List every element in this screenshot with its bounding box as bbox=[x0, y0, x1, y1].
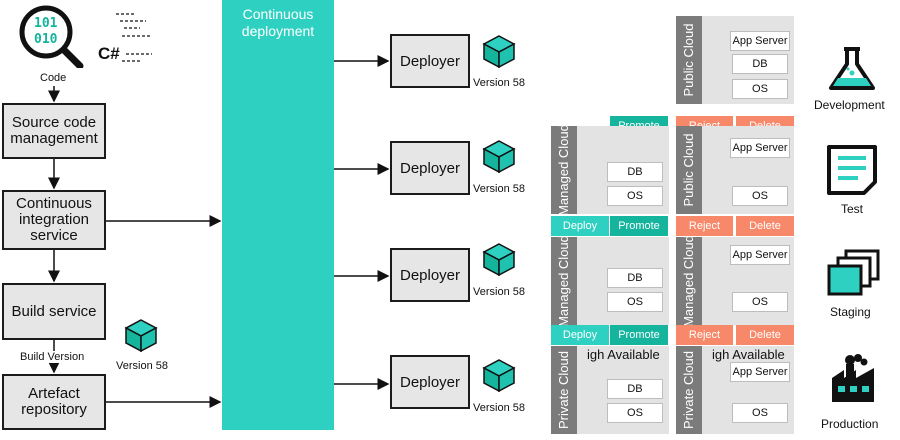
db-slot: DB bbox=[732, 54, 788, 74]
deployer-version-label: Version 58 bbox=[473, 183, 525, 195]
env-side-label: Private Cloud bbox=[556, 350, 571, 430]
private-cloud-env-row4-left: Private Cloud igh Available DB OS bbox=[551, 346, 669, 434]
promote-button[interactable]: Promote bbox=[610, 216, 668, 236]
app-server-slot: App Server bbox=[730, 362, 790, 382]
package-cube-icon bbox=[124, 319, 158, 352]
env-side-label: Managed Cloud bbox=[681, 235, 696, 327]
deployer-label: Deployer bbox=[399, 159, 461, 177]
env-side-bar: Public Cloud bbox=[676, 16, 702, 104]
deployer-version-label: Version 58 bbox=[473, 77, 525, 89]
package-cube-icon bbox=[482, 35, 516, 68]
app-server-slot: App Server bbox=[730, 31, 790, 51]
high-available-header: igh Available bbox=[587, 347, 660, 362]
public-cloud-env-row1: Public Cloud App Server DB OS bbox=[676, 16, 794, 104]
high-available-header: igh Available bbox=[712, 347, 785, 362]
app-server-slot: App Server bbox=[730, 138, 790, 158]
continuous-deployment-panel bbox=[222, 0, 334, 430]
deployer-box-4: Deployer bbox=[390, 355, 470, 409]
env-side-bar: Managed Cloud bbox=[676, 235, 702, 327]
build-version-label: Build Version bbox=[20, 351, 85, 363]
stage-label-test: Test bbox=[841, 202, 864, 216]
continuous-deployment-title: Continuous deployment bbox=[241, 6, 315, 39]
os-slot: OS bbox=[607, 186, 663, 206]
env-side-label: Public Cloud bbox=[681, 23, 696, 97]
deployer-label: Deployer bbox=[399, 52, 461, 70]
env-side-bar: Private Cloud bbox=[551, 346, 577, 434]
factory-icon bbox=[832, 354, 874, 402]
env-side-label: Private Cloud bbox=[681, 350, 696, 430]
reject-button[interactable]: Reject bbox=[676, 216, 733, 236]
db-slot: DB bbox=[607, 162, 663, 182]
code-magnifier-icon: 101 010 bbox=[14, 4, 84, 70]
document-icon bbox=[827, 145, 877, 195]
os-slot: OS bbox=[607, 403, 663, 423]
deployer-label: Deployer bbox=[399, 266, 461, 284]
reject-button[interactable]: Reject bbox=[676, 325, 733, 345]
build-service-box: Build service bbox=[2, 283, 106, 340]
os-slot: OS bbox=[732, 292, 788, 312]
continuous-integration-box: Continuous integration service bbox=[2, 190, 106, 250]
env-side-bar: Public Cloud bbox=[676, 126, 702, 214]
os-slot: OS bbox=[607, 292, 663, 312]
app-server-slot: App Server bbox=[730, 245, 790, 265]
env-side-bar: Managed Cloud bbox=[551, 235, 577, 327]
managed-cloud-env-row2: Managed Cloud DB OS bbox=[551, 124, 669, 216]
deployer-box-2: Deployer bbox=[390, 141, 470, 195]
deployer-label: Deployer bbox=[399, 373, 461, 391]
public-cloud-env-row2: Public Cloud App Server OS bbox=[676, 126, 794, 214]
package-cube-icon bbox=[482, 243, 516, 276]
source-code-management-label: Source code management bbox=[10, 114, 98, 147]
env-side-label: Managed Cloud bbox=[556, 124, 571, 216]
env-side-bar: Private Cloud bbox=[676, 346, 702, 434]
csharp-text: C# bbox=[98, 44, 120, 63]
managed-cloud-env-row3-left: Managed Cloud DB OS bbox=[551, 235, 669, 327]
binary-top-text: 101 bbox=[34, 16, 58, 31]
os-slot: OS bbox=[732, 79, 788, 99]
delete-button[interactable]: Delete bbox=[736, 216, 794, 236]
env-side-label: Public Cloud bbox=[681, 133, 696, 207]
artefact-repository-box: Artefact repository bbox=[2, 374, 106, 430]
deployer-box-3: Deployer bbox=[390, 248, 470, 302]
env-side-label: Managed Cloud bbox=[556, 235, 571, 327]
deploy-button[interactable]: Deploy bbox=[551, 216, 609, 236]
stacked-windows-icon bbox=[827, 249, 880, 296]
source-code-management-box: Source code management bbox=[2, 103, 106, 159]
env-side-bar: Managed Cloud bbox=[551, 124, 577, 216]
deploy-button[interactable]: Deploy bbox=[551, 325, 609, 345]
db-slot: DB bbox=[607, 379, 663, 399]
code-label: Code bbox=[40, 72, 67, 84]
package-cube-icon bbox=[482, 140, 516, 173]
delete-button[interactable]: Delete bbox=[736, 325, 794, 345]
artefact-repository-label: Artefact repository bbox=[21, 385, 87, 418]
db-slot: DB bbox=[607, 268, 663, 288]
build-service-label: Build service bbox=[11, 302, 97, 320]
private-cloud-env-row4-right: Private Cloud igh Available App Server O… bbox=[676, 346, 794, 434]
promote-button[interactable]: Promote bbox=[610, 325, 668, 345]
deployer-version-label: Version 58 bbox=[473, 286, 525, 298]
binary-bottom-text: 010 bbox=[34, 32, 58, 47]
package-cube-icon bbox=[482, 359, 516, 392]
stage-label-development: Development bbox=[814, 98, 885, 112]
os-slot: OS bbox=[732, 403, 788, 423]
continuous-integration-label: Continuous integration service bbox=[16, 195, 92, 244]
stage-label-production: Production bbox=[821, 417, 879, 431]
managed-cloud-env-row3-right: Managed Cloud App Server OS bbox=[676, 235, 794, 327]
os-slot: OS bbox=[732, 186, 788, 206]
artefact-version-label: Version 58 bbox=[116, 360, 168, 372]
deployer-version-label: Version 58 bbox=[473, 402, 525, 414]
deployer-box-1: Deployer bbox=[390, 34, 470, 88]
code-listing-icon: C# bbox=[96, 6, 154, 64]
stage-label-staging: Staging bbox=[830, 305, 871, 319]
flask-icon bbox=[829, 47, 875, 90]
